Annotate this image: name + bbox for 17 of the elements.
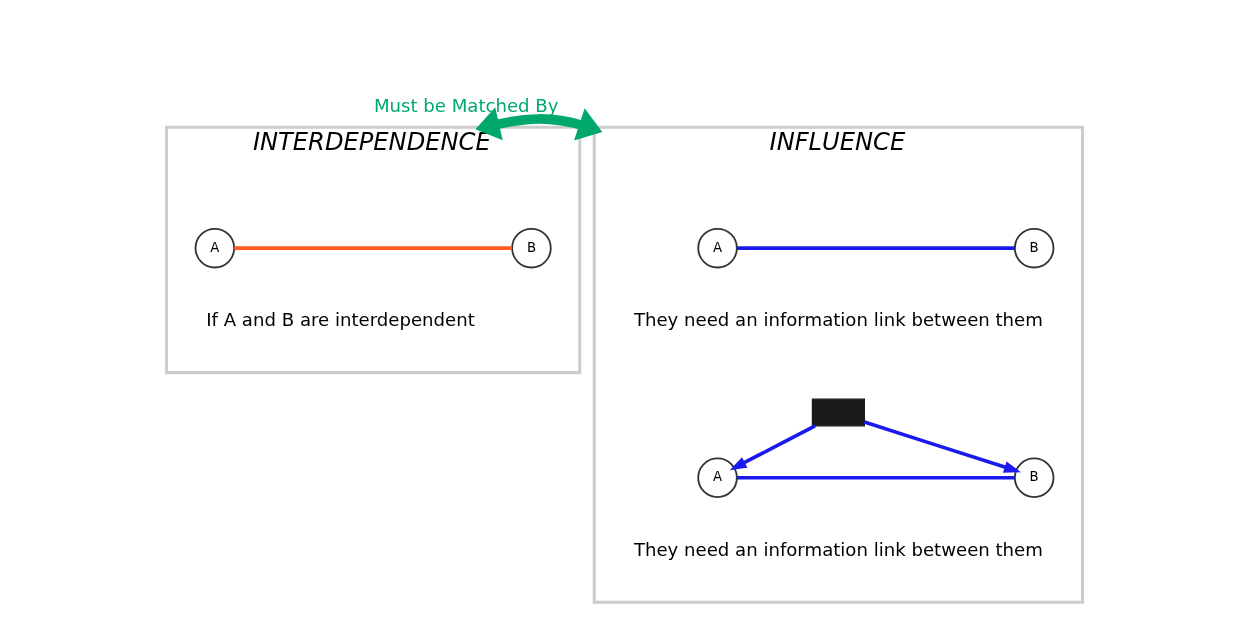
node-circle: A [194, 227, 235, 269]
arrow [474, 107, 602, 141]
label: If A and B are interdependent [205, 309, 475, 331]
node-circle: B [1013, 457, 1054, 498]
connector [736, 246, 1014, 250]
label: They need an information link between them [633, 309, 1043, 331]
connector [233, 246, 512, 250]
node-circle: B [1013, 227, 1054, 269]
edge-label: Must be Matched By [373, 94, 558, 116]
node-circle: A [696, 227, 738, 269]
node-box [811, 398, 865, 427]
arrow [863, 420, 1021, 473]
label: They need an information link between them [633, 538, 1043, 560]
node-circle: B [510, 227, 552, 269]
connector [736, 475, 1014, 480]
node-circle: A [696, 457, 738, 498]
arrow [729, 424, 816, 471]
